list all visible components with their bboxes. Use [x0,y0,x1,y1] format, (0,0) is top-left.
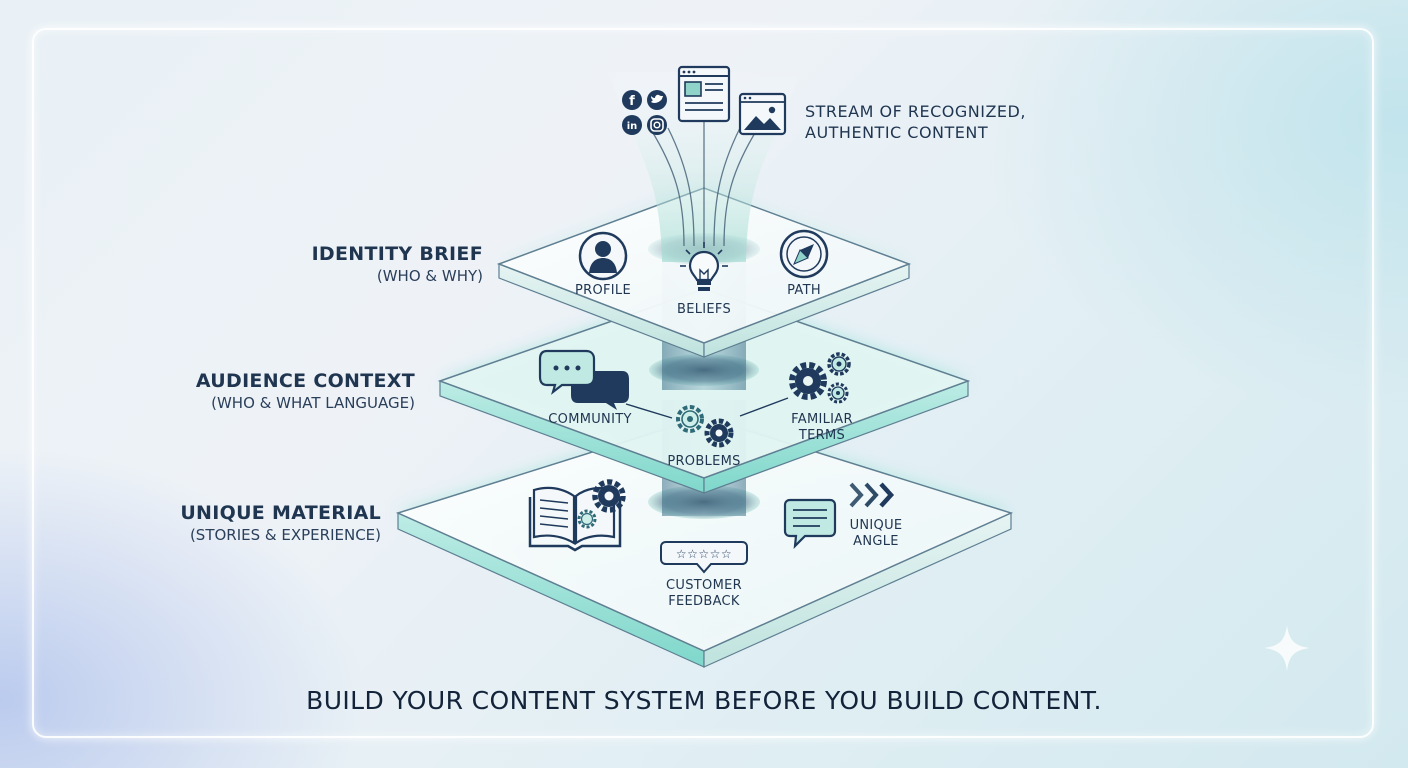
item-beliefs-label: BELIEFS [676,302,732,317]
item-familiar-terms-line1: FAMILIAR [791,412,853,427]
image-icon [738,92,787,136]
compass-icon [779,229,829,279]
instagram-icon [647,115,667,135]
identity-brief-subtitle: (WHO & WHY) [376,267,483,285]
chevrons-icon [849,482,895,508]
audience-context-subtitle: (WHO & WHAT LANGUAGE) [211,394,415,412]
svg-text:☆☆☆☆☆: ☆☆☆☆☆ [676,547,732,561]
svg-text:f: f [629,94,635,109]
stream-label-line2: AUTHENTIC CONTENT [805,123,989,142]
gears-icon [676,405,734,448]
facebook-icon: f [622,90,642,110]
article-icon [677,65,731,123]
message-icon [783,498,837,549]
review-stars-icon: ☆☆☆☆☆ [660,541,748,574]
item-customer-feedback-line1: CUSTOMER [666,578,742,593]
item-community-label: COMMUNITY [548,412,632,427]
stream-label-line1: STREAM OF RECOGNIZED, [805,102,1026,121]
item-customer-feedback-label: CUSTOMER FEEDBACK [644,578,764,610]
item-familiar-terms-label: FAMILIAR TERMS [772,412,872,444]
unique-material-subtitle: (STORIES & EXPERIENCE) [189,526,381,544]
svg-text:in: in [627,121,638,132]
item-problems-label: PROBLEMS [667,454,741,469]
frame-border [32,28,1374,738]
item-unique-angle-line2: ANGLE [853,534,899,549]
gears-cluster-icon [789,352,851,404]
item-unique-angle-line1: UNIQUE [849,518,903,533]
linkedin-icon: in [622,115,642,135]
lightbulb-icon [680,242,728,291]
unique-material-title: UNIQUE MATERIAL [180,502,381,524]
identity-brief-title: IDENTITY BRIEF [311,243,483,265]
connector-familiar-terms [739,397,789,417]
stream-label: STREAM OF RECOGNIZED, AUTHENTIC CONTENT [805,101,1026,143]
connector-community [625,403,673,419]
twitter-icon [647,90,667,110]
footer-tagline: BUILD YOUR CONTENT SYSTEM BEFORE YOU BUI… [306,686,1102,715]
item-customer-feedback-line2: FEEDBACK [668,594,740,609]
item-path-label: PATH [787,283,821,298]
item-profile-label: PROFILE [575,283,631,298]
chat-bubbles-icon [538,349,629,410]
sparkle-icon [1264,625,1310,671]
item-familiar-terms-line2: TERMS [798,428,846,443]
audience-context-title: AUDIENCE CONTEXT [195,370,415,392]
item-unique-angle-label: UNIQUE ANGLE [836,518,916,550]
profile-icon [578,231,628,281]
book-gear-icon [528,479,626,552]
